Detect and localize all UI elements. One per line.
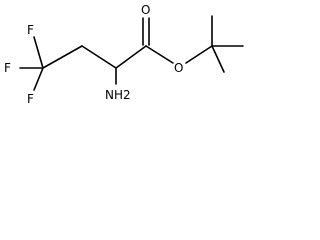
- bond-ctert-me3: [211, 45, 225, 73]
- atom-amine-label: NH2: [105, 88, 131, 102]
- bond-ch2-calpha: [81, 45, 117, 69]
- molecule-canvas: F F F O O NH2: [0, 0, 254, 120]
- structure-diagram: F F F O O NH2: [4, 3, 244, 106]
- bond-ccarbonyl-oester: [145, 45, 174, 64]
- bond-calpha-ccarbonyl: [115, 45, 147, 69]
- atom-o-ester-label: O: [174, 61, 183, 75]
- atom-o-carbonyl-label: O: [141, 3, 150, 17]
- atom-f1-label: F: [27, 23, 34, 37]
- bond-c-f3: [33, 67, 44, 91]
- atom-f2-label: F: [4, 61, 11, 75]
- bond-c-f1: [33, 36, 44, 69]
- bond-oester-ctert: [185, 45, 213, 64]
- atom-f3-label: F: [27, 92, 34, 106]
- bond-cf3-ch2: [42, 45, 83, 69]
